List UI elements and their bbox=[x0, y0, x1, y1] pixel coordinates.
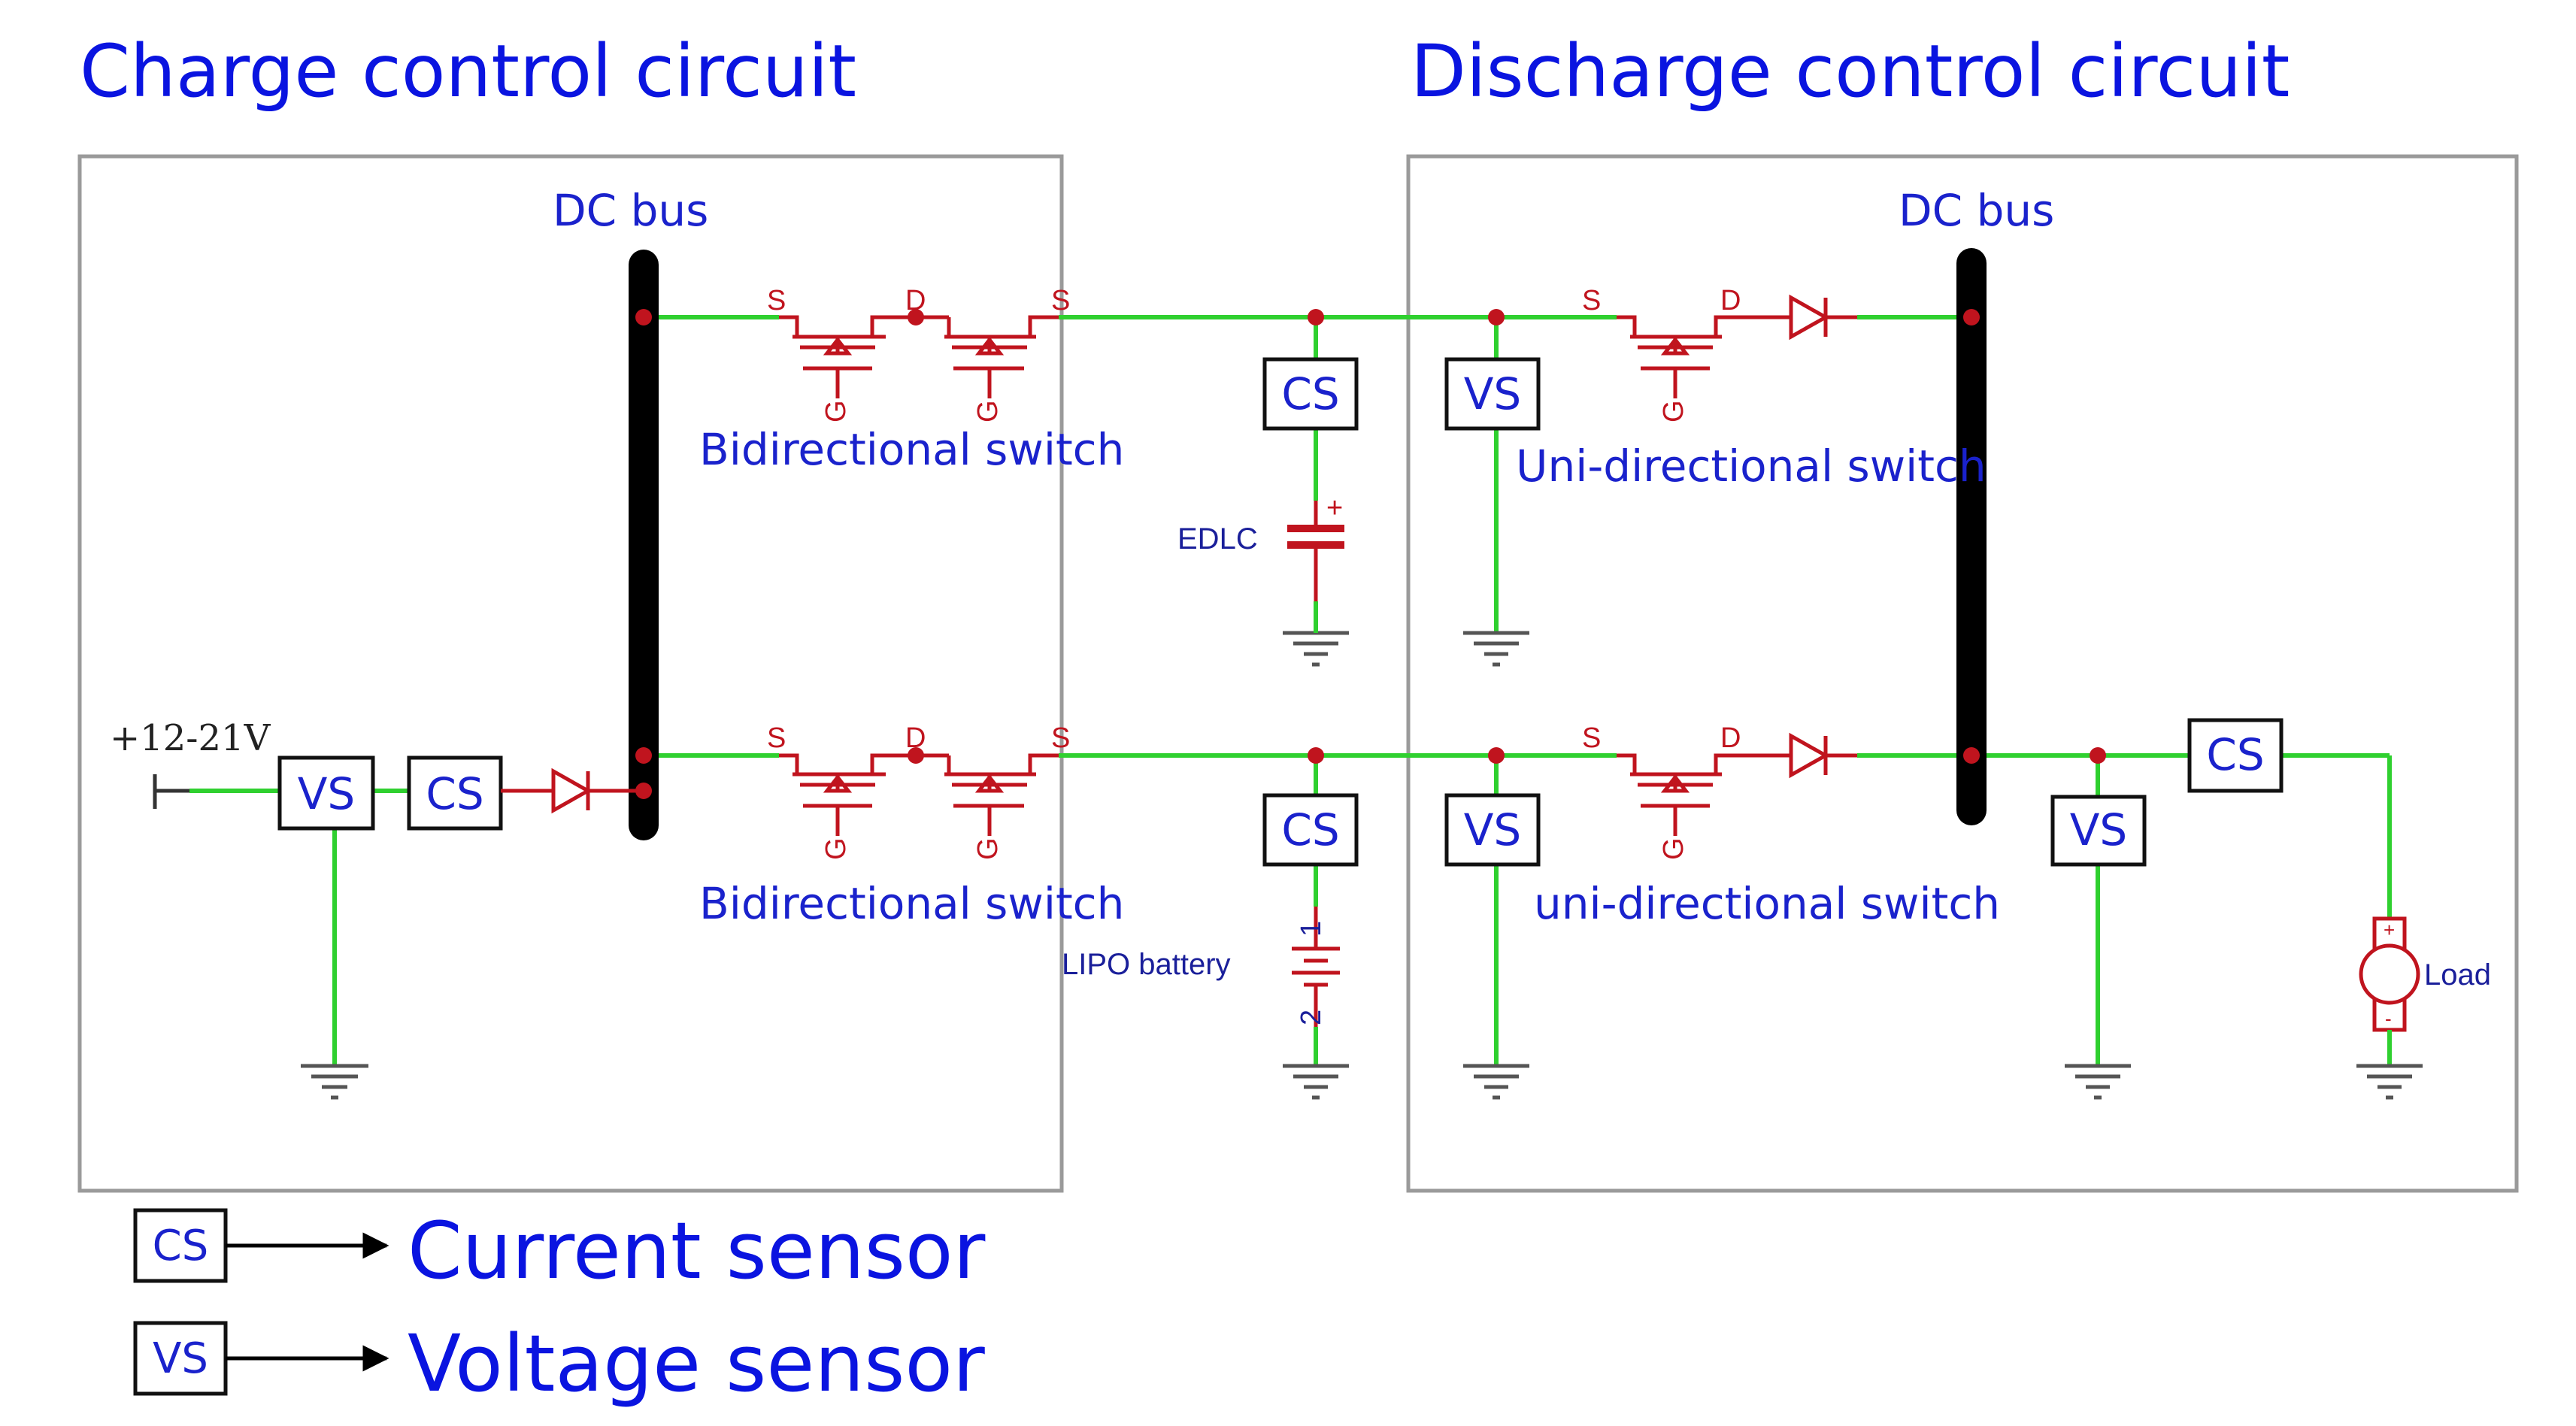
current-sensor-battery-label: CS bbox=[1281, 804, 1339, 855]
voltage-sensor-top-label: VS bbox=[1464, 368, 1522, 419]
supply-voltage-label: +12-21V bbox=[110, 717, 271, 759]
voltage-sensor-load-label: VS bbox=[2070, 804, 2128, 855]
edlc-capacitor bbox=[1287, 501, 1344, 601]
pin-d-label: D bbox=[1720, 722, 1741, 754]
legend-voltage-text: Voltage sensor bbox=[408, 1318, 985, 1409]
legend-current-text: Current sensor bbox=[408, 1205, 986, 1297]
pin-g-label: G bbox=[820, 837, 852, 860]
discharge-circuit-frame bbox=[1406, 154, 2519, 1193]
bidirectional-switch-bottom-label: Bidirectional switch bbox=[699, 878, 1124, 929]
unidirectional-switch-top-label: Uni-directional switch bbox=[1516, 441, 1987, 492]
ground-symbols bbox=[301, 601, 2423, 1100]
pin-g-label: G bbox=[820, 400, 852, 422]
edlc-label: EDLC bbox=[1177, 522, 1258, 556]
battery-pin-1: 1 bbox=[1296, 921, 1327, 937]
bidirectional-switch-top bbox=[779, 315, 1059, 398]
unidirectional-switch-top bbox=[1617, 294, 1857, 398]
edlc-plus-sign: + bbox=[1326, 492, 1343, 524]
load-minus-sign: - bbox=[2385, 1007, 2392, 1030]
load-motor bbox=[2359, 916, 2420, 1066]
discharge-circuit-title: Discharge control circuit bbox=[1411, 29, 2290, 114]
pin-g-label: G bbox=[972, 400, 1004, 422]
bidirectional-switch-bottom bbox=[779, 753, 1059, 836]
charge-circuit-title: Charge control circuit bbox=[80, 29, 856, 114]
pin-s-label: S bbox=[1582, 285, 1601, 316]
charge-circuit-frame bbox=[77, 154, 1064, 1193]
lipo-battery-label: LIPO battery bbox=[1062, 948, 1231, 981]
voltage-sensor-supply-label: VS bbox=[298, 768, 356, 819]
pin-s-label: S bbox=[1051, 285, 1070, 316]
bidirectional-switch-top-label: Bidirectional switch bbox=[699, 424, 1124, 475]
pin-s-label: S bbox=[1051, 722, 1070, 754]
pin-s-label: S bbox=[1582, 722, 1601, 754]
pin-d-label: D bbox=[1720, 285, 1741, 316]
input-diode bbox=[501, 767, 636, 814]
legend-current-box-label: CS bbox=[153, 1222, 209, 1270]
pin-s-label: S bbox=[767, 722, 786, 754]
current-sensor-battery: CS bbox=[1262, 793, 1359, 867]
battery-pin-2: 2 bbox=[1296, 1010, 1327, 1025]
legend-voltage-sensor: VS Voltage sensor bbox=[133, 1318, 985, 1409]
pin-d-label: D bbox=[905, 722, 926, 754]
voltage-sensor-load: VS bbox=[2050, 795, 2147, 867]
load-label: Load bbox=[2424, 958, 2491, 992]
pin-g-label: G bbox=[1658, 400, 1690, 422]
junction-dots bbox=[635, 309, 2106, 799]
pin-g-label: G bbox=[1658, 837, 1690, 860]
current-sensor-supply-label: CS bbox=[426, 768, 483, 819]
current-sensor-edlc: CS bbox=[1262, 357, 1359, 431]
voltage-sensor-bottom: VS bbox=[1444, 793, 1541, 867]
lipo-battery bbox=[1292, 907, 1340, 1066]
dc-bus-right-label: DC bus bbox=[1899, 185, 2054, 236]
load-plus-sign: + bbox=[2384, 919, 2395, 941]
voltage-sensor-supply: VS bbox=[277, 755, 375, 831]
legend-voltage-box-label: VS bbox=[153, 1334, 208, 1383]
voltage-sensor-bottom-label: VS bbox=[1464, 804, 1522, 855]
dc-bus-left-label: DC bus bbox=[553, 185, 708, 236]
pin-s-label: S bbox=[767, 285, 786, 316]
current-sensor-supply: CS bbox=[407, 755, 503, 831]
pin-g-label: G bbox=[972, 837, 1004, 860]
current-sensor-load-label: CS bbox=[2206, 729, 2264, 780]
voltage-sensor-top: VS bbox=[1444, 357, 1541, 431]
legend-current-sensor: CS Current sensor bbox=[133, 1205, 986, 1297]
unidirectional-switch-bottom-label: uni-directional switch bbox=[1534, 878, 2000, 929]
unidirectional-switch-bottom bbox=[1617, 732, 1857, 836]
pin-d-label: D bbox=[905, 285, 926, 316]
dc-supply-terminal bbox=[153, 774, 189, 809]
current-sensor-edlc-label: CS bbox=[1281, 368, 1339, 419]
current-sensor-load: CS bbox=[2187, 718, 2284, 793]
